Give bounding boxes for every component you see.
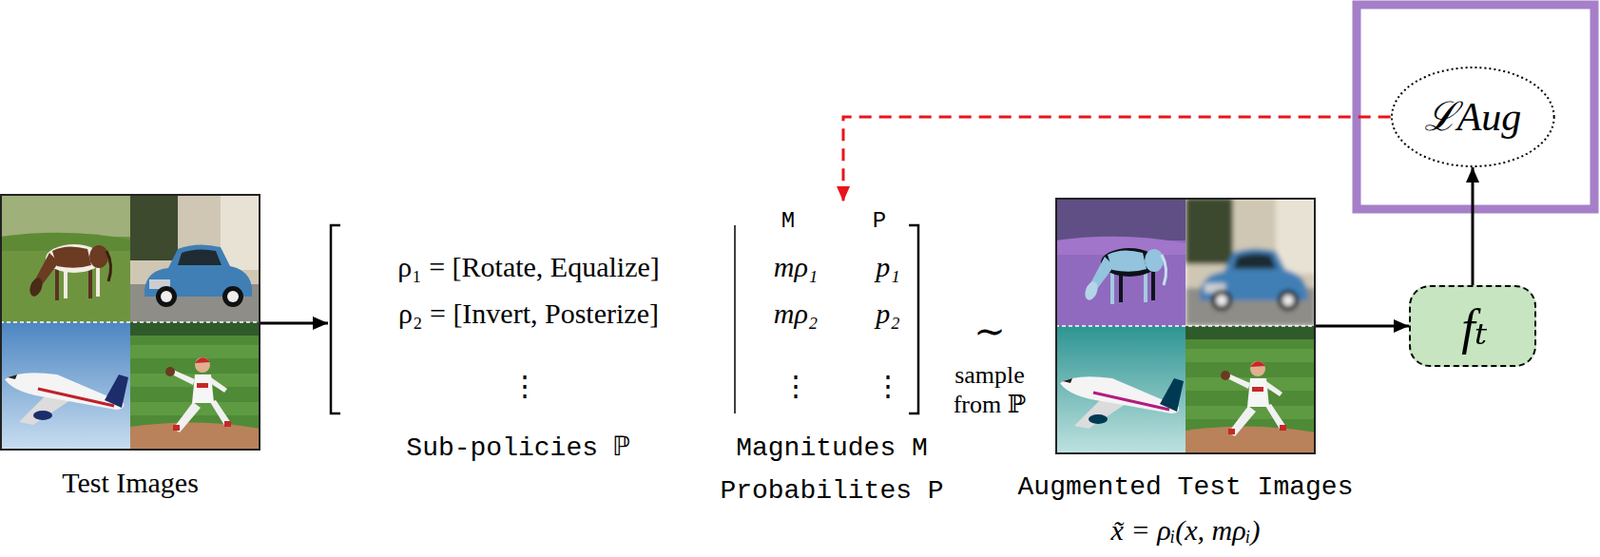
matrix-caption: Magnitudes M [735,433,928,464]
matrix-entry: p₁ [875,250,900,285]
matrix-entry: mρ₁ [773,250,819,285]
matrix-caption: Probabilites P [719,476,944,507]
loss-name: ℒAug [1424,94,1523,140]
sample-note: sample from ℙ [937,360,1042,420]
column-divider [733,225,736,414]
grid-caption: Augmented Test Images [1018,472,1354,503]
augmented-images [1055,197,1316,455]
matrix-entry: ρ₂ = [Invert, Posterize] [398,297,659,331]
flow-arrow [260,322,328,326]
ellipsis: ⋮ [781,369,810,404]
matrix-caption: Sub-policies ℙ [405,433,630,464]
matrix-entry: mρ₂ [773,297,819,331]
sample-symbol: ∼ [973,308,1006,355]
ellipse-outline [1391,67,1555,167]
highlight-box [1356,4,1595,210]
image-grid: Test Images [0,193,261,451]
feedback-arrow [843,116,1391,202]
image-grid: Augmented Test Imagesx̃ = ρᵢ(x, mρᵢ) [1055,197,1316,455]
matrix-entry: p₂ [875,297,900,331]
matrix-bracket [908,225,919,414]
loss-ellipse: ℒAug [1390,66,1556,168]
model-name: fₜ [1461,299,1487,357]
grid-caption: Test Images [61,466,199,501]
model-box: fₜ [1408,285,1537,367]
matrix-bracket [330,225,341,414]
ellipsis: ⋮ [510,369,540,404]
column-header: M [781,208,795,235]
matrix-entry: ρ₁ = [Rotate, Equalize] [397,250,660,285]
flow-arrow [1471,167,1475,286]
flow-arrow [1315,325,1409,328]
test-images [0,193,261,451]
policy-matrix: M Pρ₁ = [Rotate, Equalize] mρ₁ p₁ ρ₂ = [Inve… [327,201,927,419]
ellipsis: ⋮ [873,369,903,404]
formula: x̃ = ρᵢ(x, mρᵢ) [1111,514,1261,548]
column-header: P [872,208,887,235]
